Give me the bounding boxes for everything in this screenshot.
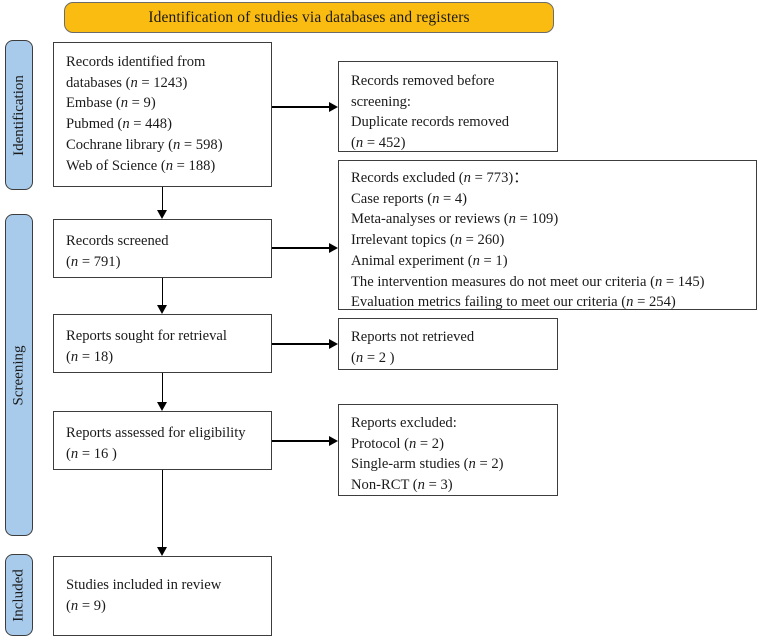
stage-pill-screening: Screening xyxy=(5,214,33,536)
reports-not-retrieved-line-1: Reports not retrieved xyxy=(351,329,475,345)
records-excluded-line-7: Evaluation metrics failing to meet our c… xyxy=(351,294,676,311)
reports-excluded-line-2: Protocol (n = 2) xyxy=(351,435,444,452)
records-excluded-line-2: Case reports (n = 4) xyxy=(351,190,468,207)
connector-sought-to-assessed xyxy=(161,373,164,402)
records-screened-line-1: Records screened xyxy=(66,233,169,249)
records-removed-line-3: Duplicate records removed xyxy=(351,114,510,131)
records-removed-line-4: (n = 452) xyxy=(351,135,406,152)
studies-included-line-1: Studies included in review xyxy=(66,577,222,593)
arrowhead-identified-to-removed xyxy=(329,101,338,112)
stage-label-screening: Screening xyxy=(10,345,27,405)
arrowhead-assessed-to-included xyxy=(157,547,167,556)
box-reports-sought-for-retrieval: Reports sought for retrieval (n = 18) xyxy=(53,314,272,373)
reports-excluded-line-1: Reports excluded: xyxy=(351,415,457,431)
reports-sought-line-1: Reports sought for retrieval xyxy=(66,328,227,344)
stage-label-included: Included xyxy=(10,568,27,622)
records-removed-line-1: Records removed before xyxy=(351,73,495,89)
box-records-removed-before-screening: Records removed before screening: Duplic… xyxy=(338,61,558,152)
records-excluded-line-6: The intervention measures do not meet ou… xyxy=(351,273,705,290)
reports-excluded-line-3: Single-arm studies (n = 2) xyxy=(351,456,504,473)
connector-assessed-to-included xyxy=(161,470,164,547)
records-excluded-line-1: Records excluded (n = 773)： xyxy=(351,170,528,186)
identification-banner: Identification of studies via databases … xyxy=(64,2,554,33)
reports-sought-line-2: (n = 18) xyxy=(66,348,114,365)
reports-not-retrieved-line-2: (n = 2 ) xyxy=(351,349,395,366)
reports-excluded-line-4: Non-RCT (n = 3) xyxy=(351,477,453,494)
connector-screened-to-excluded xyxy=(272,247,329,249)
records-identified-line-1: Records identified from xyxy=(66,54,206,70)
stage-pill-identification: Identification xyxy=(5,40,33,190)
studies-included-line-2: (n = 9) xyxy=(66,597,106,614)
connector-identified-to-removed xyxy=(272,106,329,108)
records-excluded-line-3: Meta-analyses or reviews (n = 109) xyxy=(351,211,559,228)
arrowhead-screened-to-excluded xyxy=(329,242,338,253)
arrowhead-identified-to-screened xyxy=(157,210,167,219)
connector-identified-to-screened xyxy=(161,187,164,210)
stage-label-identification: Identification xyxy=(10,74,27,156)
records-excluded-line-5: Animal experiment (n = 1) xyxy=(351,252,508,269)
records-identified-line-5: Cochrane library (n = 598) xyxy=(66,136,223,153)
records-identified-line-6: Web of Science (n = 188) xyxy=(66,157,216,174)
connector-screened-to-sought xyxy=(161,278,164,305)
reports-assessed-line-1: Reports assessed for eligibility xyxy=(66,425,246,441)
records-screened-line-2: (n = 791) xyxy=(66,253,121,270)
box-reports-not-retrieved: Reports not retrieved (n = 2 ) xyxy=(338,318,558,370)
records-identified-line-4: Pubmed (n = 448) xyxy=(66,116,172,133)
connector-assessed-to-reports-excluded xyxy=(272,440,329,442)
box-studies-included-in-review: Studies included in review (n = 9) xyxy=(53,556,272,636)
records-identified-line-3: Embase (n = 9) xyxy=(66,95,156,112)
reports-assessed-line-2: (n = 16 ) xyxy=(66,445,117,462)
box-reports-excluded: Reports excluded: Protocol (n = 2) Singl… xyxy=(338,404,558,496)
arrowhead-sought-to-not-retrieved xyxy=(329,338,338,349)
records-excluded-line-4: Irrelevant topics (n = 260) xyxy=(351,232,505,249)
box-records-screened: Records screened (n = 791) xyxy=(53,219,272,278)
box-records-excluded: Records excluded (n = 773)： Case reports… xyxy=(338,160,757,310)
arrowhead-sought-to-assessed xyxy=(157,402,167,411)
box-reports-assessed-for-eligibility: Reports assessed for eligibility (n = 16… xyxy=(53,411,272,470)
records-removed-line-2: screening: xyxy=(351,93,411,110)
connector-sought-to-not-retrieved xyxy=(272,343,329,345)
arrowhead-assessed-to-reports-excluded xyxy=(329,435,338,446)
arrowhead-screened-to-sought xyxy=(157,305,167,314)
stage-pill-included: Included xyxy=(5,554,33,636)
records-identified-line-2: databases (n = 1243) xyxy=(66,74,188,91)
box-records-identified: Records identified from databases (n = 1… xyxy=(53,42,272,187)
